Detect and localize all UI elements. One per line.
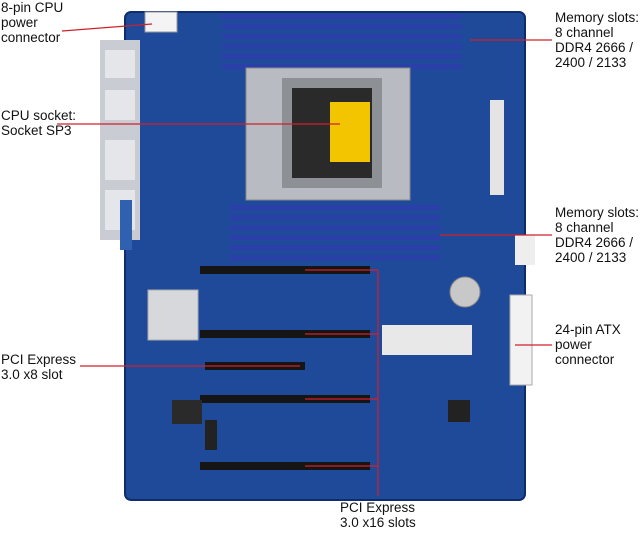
callout-pcie-x8: PCI Express 3.0 x8 slot [1, 352, 76, 382]
rear-io-ports [100, 40, 140, 250]
callout-lines [57, 23, 552, 496]
atx-power-connector [509, 294, 533, 386]
label-line: 3.0 x16 slots [340, 515, 416, 530]
callout-atx-power: 24-pin ATX power connector [555, 322, 621, 367]
label-line: 8 channel [555, 220, 614, 235]
cpu-socket [245, 67, 411, 201]
controller-chip [448, 400, 470, 422]
label-line: 24-pin ATX [555, 322, 621, 337]
label-line: 8-pin CPU [1, 0, 64, 15]
dimm-slots-bottom [230, 205, 440, 260]
dimm-slots-top [222, 14, 462, 69]
label-line: connector [1, 30, 61, 45]
label-line: DDR4 2666 / [555, 40, 634, 55]
cmos-battery [449, 276, 481, 308]
callout-memory-bottom: Memory slots: 8 channel DDR4 2666 / 2400… [555, 205, 639, 265]
callout-cpu-socket: CPU socket: Socket SP3 [1, 108, 76, 138]
aux-connector [515, 235, 535, 265]
label-line: Memory slots: [555, 205, 640, 220]
callout-cpu-power: 8-pin CPU power connector [1, 0, 63, 45]
m2-slot [205, 420, 217, 450]
label-line: Socket SP3 [1, 123, 72, 138]
label-line: 2400 / 2133 [555, 250, 627, 265]
label-line: 2400 / 2133 [555, 55, 627, 70]
label-line: 3.0 x8 slot [1, 367, 63, 382]
header-connector [490, 100, 504, 195]
bmc-chip [172, 400, 202, 424]
cpu-power-connector [144, 11, 178, 33]
label-line: PCI Express [1, 352, 77, 367]
sata-ports [382, 325, 472, 355]
label-line: 8 channel [555, 25, 614, 40]
label-line: PCI Express [340, 500, 416, 515]
label-line: CPU socket: [1, 108, 77, 123]
callout-pcie-x16: PCI Express 3.0 x16 slots [340, 500, 416, 530]
label-line: Memory slots: [555, 10, 640, 25]
chipset-heatsink [147, 289, 199, 341]
label-line: connector [555, 352, 615, 367]
label-line: power [555, 337, 592, 352]
label-line: DDR4 2666 / [555, 235, 634, 250]
label-line: power [1, 15, 38, 30]
callout-memory-top: Memory slots: 8 channel DDR4 2666 / 2400… [555, 10, 639, 70]
